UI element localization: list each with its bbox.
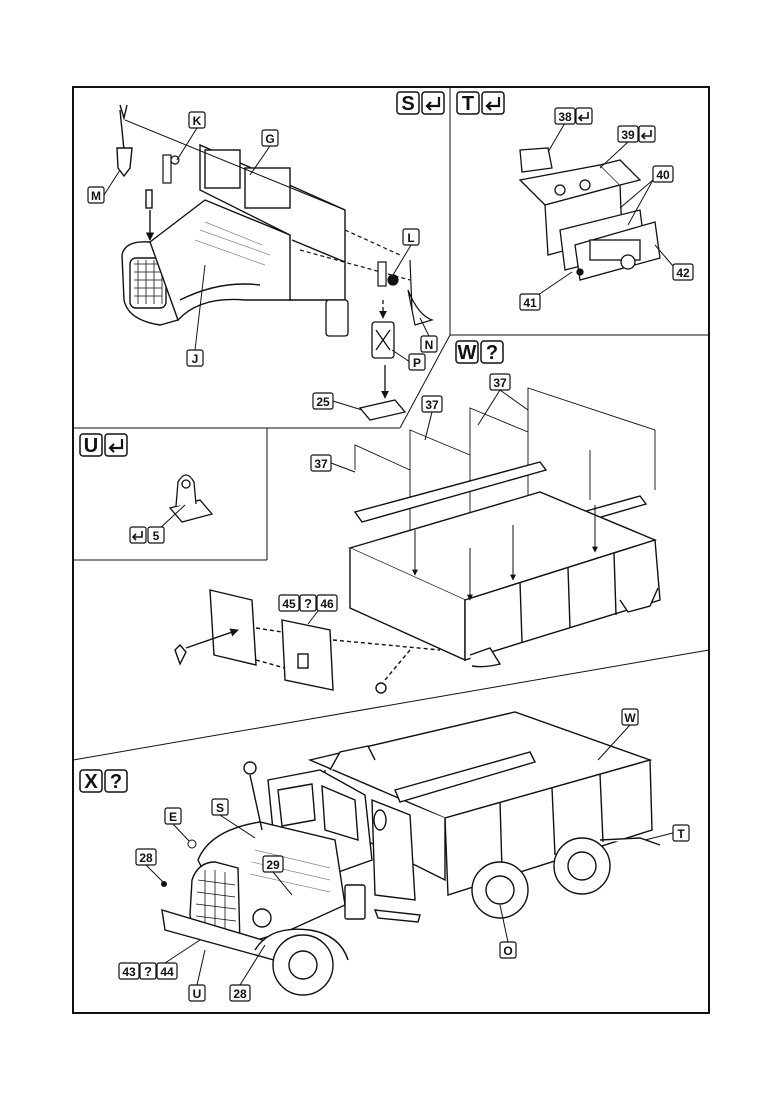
callout-e-label: E — [169, 810, 177, 824]
callout-45-46: 45 ? 46 — [278, 594, 338, 625]
callout-u-final-label: U — [193, 987, 202, 1001]
callout-5-label: 5 — [153, 529, 160, 543]
callout-39-label: 39 — [621, 128, 635, 142]
return-arrow-icon — [638, 125, 656, 143]
callout-j-label: J — [192, 352, 199, 366]
callout-29: 29 — [262, 855, 293, 896]
callout-m: M — [87, 169, 121, 204]
step-x-letter: X — [84, 771, 98, 793]
callout-25-label: 25 — [316, 395, 330, 409]
hook-part-k — [162, 154, 180, 184]
spade-part-m — [116, 104, 133, 178]
cab-part-j — [121, 143, 346, 326]
callout-41: 41 — [519, 271, 573, 311]
callout-n-label: N — [425, 338, 434, 352]
tow-eye-part — [168, 474, 214, 523]
callout-25: 25 — [312, 392, 363, 411]
callout-43-44: 43 ? 44 — [118, 939, 201, 980]
callout-p-label: P — [413, 356, 421, 370]
callout-g: G — [249, 129, 279, 176]
step-t-letter: T — [462, 93, 474, 115]
callout-o: O — [499, 904, 517, 959]
question-mark-icon: ? — [480, 340, 504, 364]
step-w-qmark: ? — [486, 342, 498, 364]
callout-38-label: 38 — [558, 110, 572, 124]
question-mark-icon: ? — [299, 594, 317, 612]
callout-28-bottom: 28 — [229, 944, 266, 1002]
callout-k: K — [176, 111, 206, 161]
callout-j: J — [186, 264, 206, 367]
question-mark-icon: ? — [104, 769, 128, 793]
page-frame — [72, 86, 710, 1014]
callout-43-label: 43 — [122, 965, 136, 979]
return-arrow-icon — [129, 526, 147, 544]
callout-45-label: 45 — [282, 597, 296, 611]
callout-37-mid-label: 37 — [425, 398, 439, 412]
callout-40-label: 40 — [656, 168, 670, 182]
callout-s-final: S — [211, 798, 256, 839]
callout-28-bottom-label: 28 — [233, 987, 247, 1001]
guide-line — [124, 119, 346, 211]
callout-s-final-label: S — [216, 801, 224, 815]
callout-5: 5 — [129, 504, 186, 544]
jerrycan-part-p — [325, 299, 395, 359]
callout-k-label: K — [193, 114, 202, 128]
step-t-header: T — [456, 91, 505, 115]
question-mark-icon: ? — [139, 962, 157, 980]
return-arrow-icon — [104, 433, 128, 457]
callout-u-final: U — [188, 949, 206, 1002]
callout-p: P — [391, 349, 426, 371]
callout-37-left-label: 37 — [314, 457, 328, 471]
callout-t-final-label: T — [677, 827, 685, 841]
callout-l: L — [392, 228, 420, 276]
callout-28-top-label: 28 — [139, 851, 153, 865]
callout-41-label: 41 — [523, 296, 537, 310]
callout-40: 40 — [619, 165, 674, 226]
step-u-header: U — [79, 433, 128, 457]
step-u-letter: U — [84, 435, 98, 457]
callout-38: 38 — [547, 107, 593, 153]
callout-m-label: M — [91, 189, 101, 203]
callout-39: 39 — [599, 125, 656, 169]
callout-w-final: W — [597, 708, 639, 761]
panel-dividers — [72, 87, 710, 761]
tailboard-parts — [174, 589, 441, 694]
return-arrow-icon — [421, 91, 445, 115]
step-x-qmark: ? — [110, 771, 122, 793]
step-x-header: X ? — [79, 769, 128, 793]
callout-29-label: 29 — [266, 858, 280, 872]
side-fittings — [299, 229, 434, 326]
callout-37-right: 37 — [477, 373, 529, 426]
truck-completed — [161, 711, 661, 996]
step-w-header: W ? — [455, 340, 504, 364]
callout-37-right-label: 37 — [493, 376, 507, 390]
step-s-header: S — [396, 91, 445, 115]
callout-45-qmark: ? — [304, 596, 312, 611]
callout-l-label: L — [407, 231, 414, 245]
callout-t-final: T — [644, 824, 690, 842]
callout-g-label: G — [265, 132, 274, 146]
callout-44-label: 44 — [160, 965, 174, 979]
callout-37-left: 37 — [310, 454, 356, 473]
callout-n: N — [419, 317, 438, 353]
callout-42: 42 — [654, 244, 694, 281]
callout-46-label: 46 — [320, 597, 334, 611]
callout-43-qmark: ? — [144, 964, 152, 979]
cargo-bed-part-w — [347, 387, 661, 668]
bracket-assembly — [518, 147, 661, 281]
callout-o-label: O — [503, 944, 512, 958]
callout-37-mid: 37 — [421, 395, 443, 441]
return-arrow-icon — [575, 107, 593, 125]
step-part-25 — [358, 365, 407, 421]
callout-w-final-label: W — [624, 711, 636, 725]
callout-42-label: 42 — [676, 266, 690, 280]
return-arrow-icon — [481, 91, 505, 115]
callout-e: E — [164, 807, 197, 849]
step-w-letter: W — [458, 342, 477, 364]
callout-28-top: 28 — [135, 848, 167, 887]
step-s-letter: S — [401, 93, 414, 115]
